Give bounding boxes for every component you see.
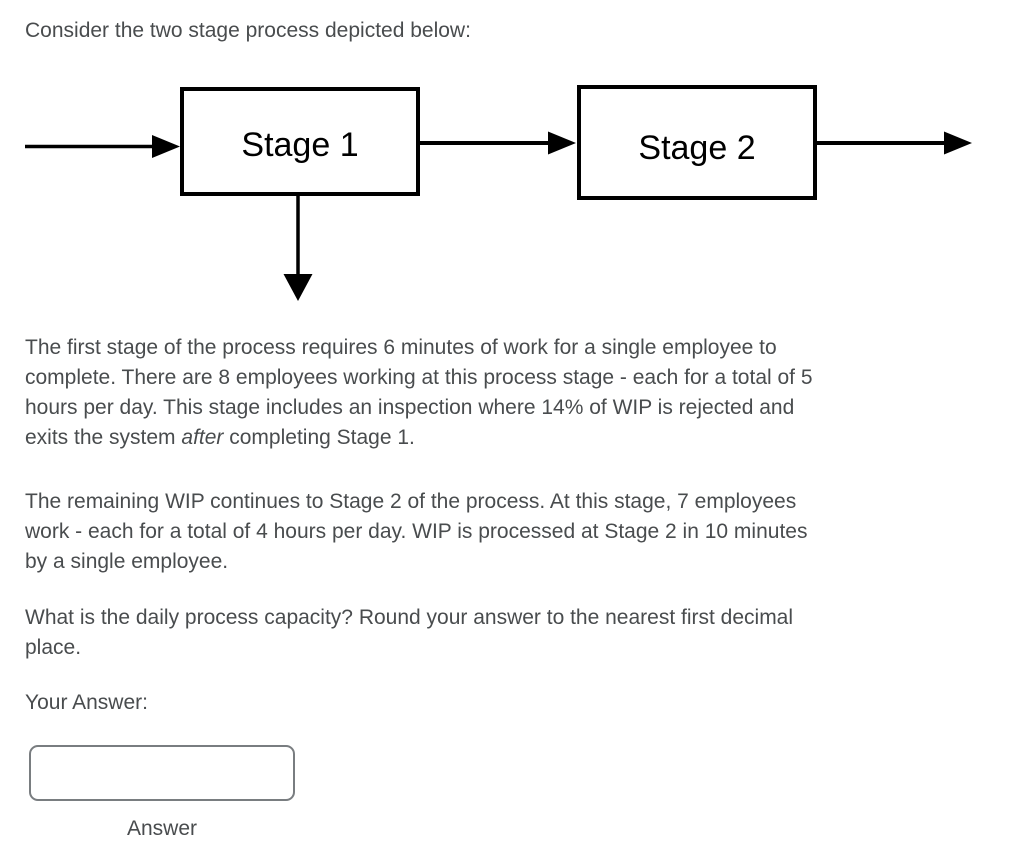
your-answer-prompt: Your Answer:: [25, 691, 148, 714]
answer-input[interactable]: [29, 745, 295, 801]
stage1-label: Stage 1: [241, 126, 358, 164]
answer-input-label: Answer: [126, 817, 198, 840]
text-segment: completing Stage 1.: [223, 426, 415, 449]
text-line: What is the daily process capacity? Roun…: [25, 606, 794, 629]
text-segment: exits the system: [25, 426, 182, 449]
text-line: complete. There are 8 employees working …: [25, 366, 813, 389]
stage1-to-stage2-arrow: [420, 131, 576, 155]
paragraph-stage1-description: The first stage of the process requires …: [25, 333, 993, 453]
stage1-box: [180, 87, 420, 196]
paragraph-stage2-description: The remaining WIP continues to Stage 2 o…: [25, 487, 993, 577]
process-flow-diagram: Stage 1 Stage 2: [25, 85, 972, 301]
text-line: place.: [25, 636, 82, 659]
inflow-arrow: [25, 135, 180, 158]
question-intro-text: Consider the two stage process depicted …: [25, 19, 471, 42]
text-line: The first stage of the process requires …: [25, 336, 777, 359]
text-line: hours per day. This stage includes an in…: [25, 396, 795, 419]
text-line: exits the system after completing Stage …: [25, 423, 993, 453]
outflow-arrow: [817, 131, 972, 155]
italic-text-segment: after: [181, 426, 224, 449]
stage2-label: Stage 2: [638, 129, 755, 167]
rejected-wip-arrow: [283, 196, 313, 301]
text-line: work - each for a total of 4 hours per d…: [25, 520, 808, 543]
text-line: by a single employee.: [25, 550, 229, 573]
stage2-box: [577, 85, 817, 200]
text-line: The remaining WIP continues to Stage 2 o…: [25, 490, 797, 513]
paragraph-question-prompt: What is the daily process capacity? Roun…: [25, 603, 993, 663]
